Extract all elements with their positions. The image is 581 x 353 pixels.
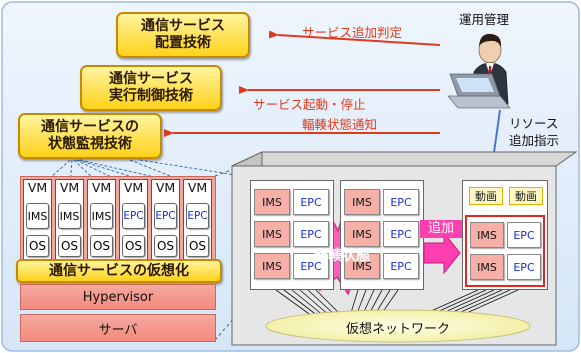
virtualization-banner: 通信サービスの仮想化	[16, 259, 222, 283]
ims-cell: IMS	[254, 221, 290, 247]
operator-label: 運用管理	[459, 12, 510, 27]
resource-instruction-label: リソース 追加指示	[509, 116, 560, 148]
epc-cell: EPC	[293, 221, 329, 247]
vm-label: VM	[123, 180, 144, 195]
add-label: 追加	[420, 220, 462, 238]
vm-column: VM EPC OS	[183, 179, 212, 265]
arrow-add-decision	[268, 30, 441, 46]
vm-label: VM	[187, 180, 208, 195]
ims-cell: IMS	[344, 189, 380, 215]
vm-label: VM	[59, 180, 80, 195]
added-resources-frame: IMS EPC IMS EPC	[465, 215, 545, 287]
ims-cell: IMS	[254, 253, 290, 279]
execution-tech-label: 通信サービス 実行制御技術	[109, 71, 193, 104]
video-cell: 動画	[509, 187, 543, 205]
os-cell: OS	[90, 235, 113, 257]
os-cell: OS	[186, 235, 209, 257]
vm-column: VM EPC OS	[119, 179, 148, 265]
vm-label: VM	[91, 180, 112, 195]
start-stop-label: サービス起動・停止	[253, 97, 366, 112]
congestion-label: 輻輳状態	[314, 248, 370, 264]
video-cell: 動画	[469, 187, 503, 205]
epc-cell: EPC	[383, 253, 419, 279]
ims-cell: IMS	[470, 222, 504, 248]
execution-tech-box: 通信サービス 実行制御技術	[80, 65, 222, 111]
vm-column: VM IMS OS	[55, 179, 84, 265]
vm-label: VM	[27, 180, 48, 195]
placement-tech-box: 通信サービス 配置技術	[116, 12, 250, 58]
virtual-network-label: 仮想ネットワーク	[345, 322, 450, 337]
os-cell: OS	[58, 235, 81, 257]
epc-cell: EPC	[122, 203, 145, 229]
epc-cell: EPC	[383, 189, 419, 215]
cluster-top-face	[231, 151, 578, 167]
cluster-server-3: 動画 動画 IMS EPC IMS EPC	[462, 180, 548, 290]
operator-icon	[447, 33, 511, 109]
epc-cell: EPC	[154, 203, 177, 229]
add-decision-label: サービス追加判定	[302, 25, 403, 40]
server-label: サーバ	[98, 322, 138, 338]
placement-tech-label: 通信サービス 配置技術	[141, 18, 225, 51]
os-cell: OS	[154, 235, 177, 257]
epc-cell: EPC	[186, 203, 209, 229]
congestion-notify-label: 輻輳状態通知	[302, 117, 378, 132]
epc-cell: EPC	[293, 189, 329, 215]
cluster-server-1: IMS EPC IMS EPC IMS EPC	[250, 180, 334, 290]
virtualization-label: 通信サービスの仮想化	[49, 262, 189, 279]
os-cell: OS	[26, 235, 49, 257]
vm-column: VM IMS OS	[23, 179, 52, 265]
server-layer: サーバ	[20, 314, 216, 342]
hypervisor-layer: Hypervisor	[20, 284, 216, 310]
ims-cell: IMS	[254, 189, 290, 215]
os-cell: OS	[122, 235, 145, 257]
vm-stack: VM IMS OS VM IMS OS VM IMS OS VM EPC OS …	[20, 176, 216, 268]
ims-cell: IMS	[26, 203, 49, 229]
epc-cell: EPC	[507, 254, 541, 280]
add-arrow	[423, 231, 461, 275]
epc-cell: EPC	[293, 253, 329, 279]
virtual-network-ellipse	[265, 309, 531, 343]
ims-cell: IMS	[470, 254, 504, 280]
ims-cell: IMS	[344, 253, 380, 279]
vm-label: VM	[155, 180, 176, 195]
monitoring-tech-box: 通信サービスの 状態監視技術	[18, 113, 162, 159]
ims-cell: IMS	[90, 203, 113, 229]
vm-column: VM EPC OS	[151, 179, 180, 265]
cluster-server-2: IMS EPC IMS EPC IMS EPC	[340, 180, 424, 290]
monitoring-tech-label: 通信サービスの 状態監視技術	[41, 119, 139, 152]
ims-cell: IMS	[58, 203, 81, 229]
vm-column: VM IMS OS	[87, 179, 116, 265]
epc-cell: EPC	[507, 222, 541, 248]
epc-cell: EPC	[383, 221, 419, 247]
hypervisor-label: Hypervisor	[82, 289, 154, 305]
ims-cell: IMS	[344, 221, 380, 247]
